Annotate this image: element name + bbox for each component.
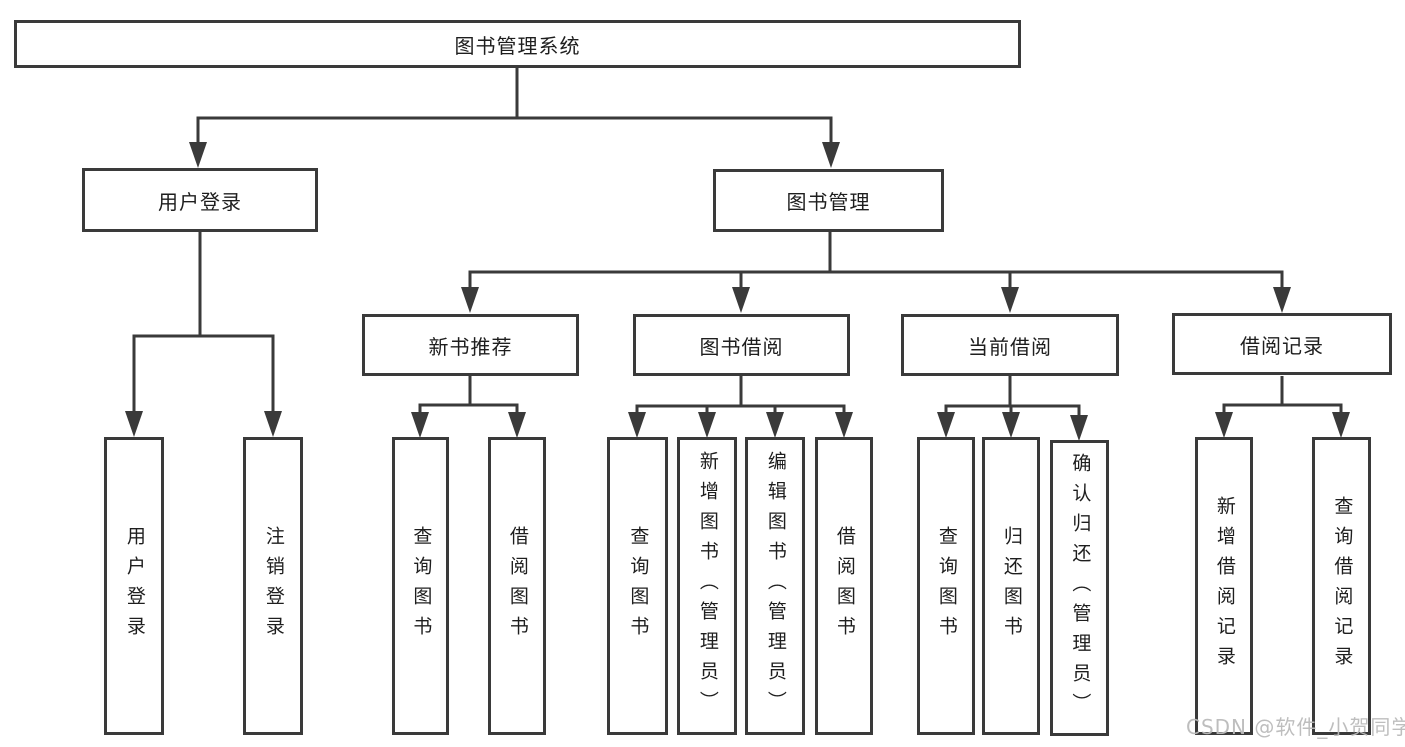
- node-leaf-cb-confirm-return-admin-label: 确认归还（管理员）: [1069, 453, 1092, 723]
- node-current-borrowing-label: 当前借阅: [968, 334, 1052, 359]
- node-leaf-cb-return-books-label: 归还图书: [1000, 526, 1023, 646]
- node-leaf-bb-edit-books-admin: 编辑图书（管理员）: [745, 437, 805, 735]
- node-current-borrowing: 当前借阅: [901, 314, 1119, 376]
- node-leaf-nb-borrow-books-label: 借阅图书: [506, 526, 529, 646]
- node-book-management-system-label: 图书管理系统: [454, 33, 581, 58]
- node-new-book-recommend-label: 新书推荐: [428, 334, 513, 359]
- node-borrowing-records: 借阅记录: [1172, 313, 1392, 375]
- node-leaf-nb-query-books: 查询图书: [392, 437, 449, 735]
- node-leaf-bb-add-books-admin-label: 新增图书（管理员）: [696, 451, 719, 721]
- node-leaf-bb-borrow-books-label: 借阅图书: [833, 526, 856, 646]
- node-leaf-nb-borrow-books: 借阅图书: [488, 437, 546, 735]
- node-leaf-cb-return-books: 归还图书: [982, 437, 1040, 735]
- node-leaf-logout: 注销登录: [243, 437, 303, 735]
- node-user-login: 用户登录: [82, 168, 318, 232]
- node-leaf-bb-borrow-books: 借阅图书: [815, 437, 873, 735]
- node-borrowing-records-label: 借阅记录: [1240, 333, 1324, 358]
- csdn-watermark: CSDN @软件_小贺同学: [1186, 715, 1405, 739]
- node-book-borrowing-label: 图书借阅: [699, 334, 784, 359]
- node-leaf-bb-query-books: 查询图书: [607, 437, 668, 735]
- node-new-book-recommend: 新书推荐: [362, 314, 579, 376]
- node-leaf-bb-query-books-label: 查询图书: [627, 526, 650, 646]
- node-leaf-cb-confirm-return-admin: 确认归还（管理员）: [1050, 440, 1109, 736]
- node-leaf-user-login: 用户登录: [104, 437, 164, 735]
- node-book-management-label: 图书管理: [786, 190, 871, 214]
- node-leaf-cb-query-books-label: 查询图书: [935, 526, 958, 646]
- node-leaf-bb-add-books-admin: 新增图书（管理员）: [677, 437, 737, 735]
- node-leaf-user-login-label: 用户登录: [123, 526, 146, 646]
- node-leaf-logout-label: 注销登录: [262, 526, 285, 646]
- node-leaf-nb-query-books-label: 查询图书: [410, 526, 433, 646]
- node-book-management-system: 图书管理系统: [14, 20, 1021, 68]
- node-leaf-bb-edit-books-admin-label: 编辑图书（管理员）: [764, 451, 787, 721]
- node-book-borrowing: 图书借阅: [633, 314, 850, 376]
- node-user-login-label: 用户登录: [158, 189, 242, 214]
- node-leaf-br-query-record-label: 查询借阅记录: [1331, 496, 1354, 676]
- node-leaf-cb-query-books: 查询图书: [917, 437, 975, 735]
- node-leaf-br-query-record: 查询借阅记录: [1312, 437, 1371, 735]
- node-book-management: 图书管理: [713, 169, 944, 232]
- node-leaf-br-add-record: 新增借阅记录: [1195, 437, 1253, 735]
- node-leaf-br-add-record-label: 新增借阅记录: [1213, 496, 1236, 676]
